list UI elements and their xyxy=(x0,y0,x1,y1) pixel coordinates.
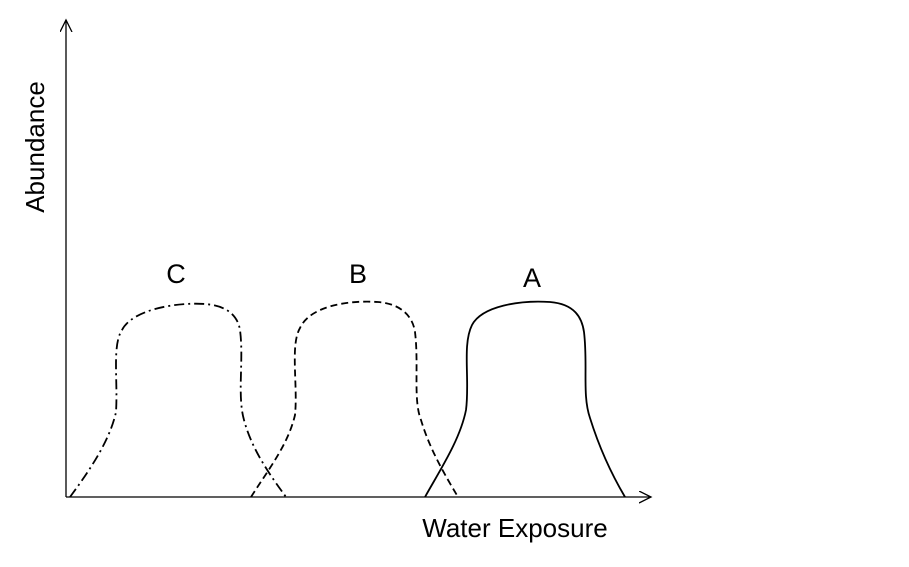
curve-b-label: B xyxy=(349,259,367,289)
y-axis-label: Abundance xyxy=(20,81,50,213)
curve-c xyxy=(69,302,287,498)
curve-c-label: C xyxy=(166,259,186,289)
curve-a-label: A xyxy=(523,263,541,293)
curve-a xyxy=(424,300,626,498)
x-axis-label: Water Exposure xyxy=(422,513,607,543)
curve-b xyxy=(250,300,459,498)
